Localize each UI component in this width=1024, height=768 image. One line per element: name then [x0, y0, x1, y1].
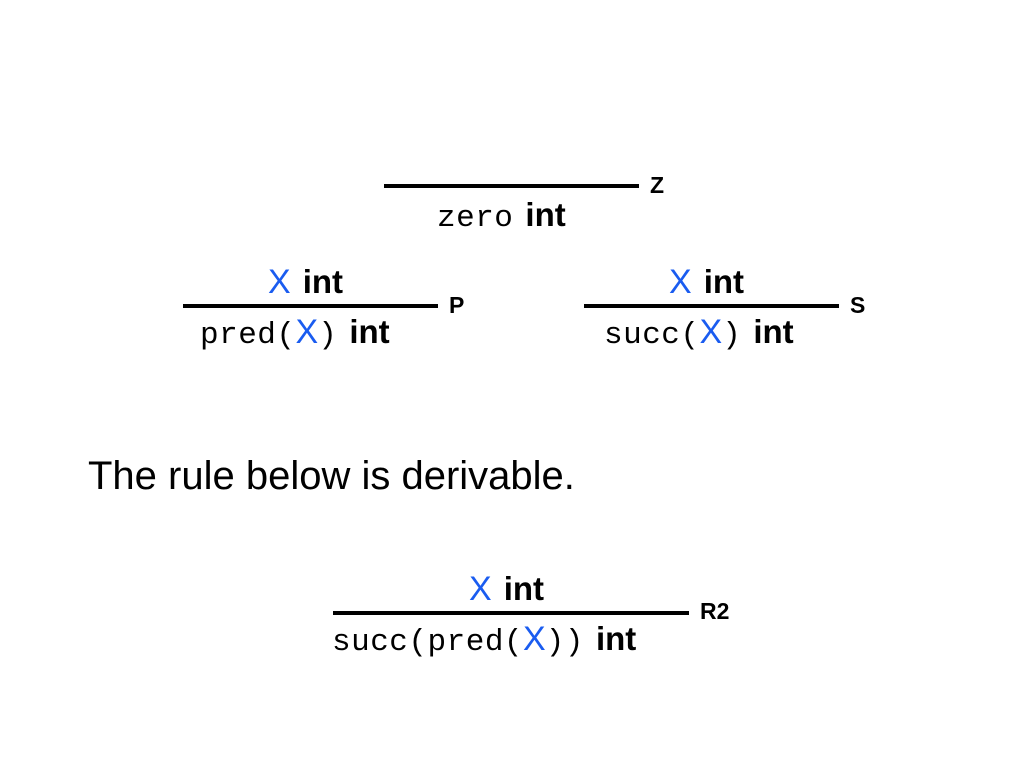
- rule-s-label: S: [850, 292, 866, 318]
- zero-term: zero: [437, 201, 514, 236]
- variable-x: X: [669, 263, 692, 301]
- rule-r2-label: R2: [700, 598, 730, 624]
- pred-close: ): [318, 318, 338, 353]
- succ-close: ): [722, 318, 742, 353]
- int-keyword: int: [302, 263, 344, 300]
- variable-x: X: [523, 620, 546, 658]
- succ-open: succ(: [604, 318, 700, 353]
- succ-pred-open: succ(pred(: [332, 625, 524, 660]
- pred-open: pred(: [200, 318, 296, 353]
- variable-x: X: [699, 313, 723, 351]
- rule-r2-conclusion: succ(pred(X)) int: [332, 622, 636, 658]
- variable-x: X: [295, 313, 319, 351]
- rule-s-inference-line: [584, 304, 839, 308]
- int-keyword: int: [349, 313, 390, 350]
- variable-x: X: [268, 263, 291, 301]
- succ-pred-close: )): [545, 625, 584, 660]
- rule-s-conclusion: succ(X) int: [604, 315, 794, 351]
- rule-p-conclusion: pred(X) int: [200, 315, 390, 351]
- int-keyword: int: [703, 263, 745, 300]
- variable-x: X: [469, 570, 492, 608]
- int-keyword: int: [753, 313, 794, 350]
- rule-r2-inference-line: [333, 611, 689, 615]
- rule-p-inference-line: [183, 304, 438, 308]
- int-keyword: int: [503, 570, 545, 607]
- derivable-statement: The rule below is derivable.: [88, 454, 575, 498]
- int-keyword: int: [525, 196, 566, 233]
- rule-z-label: Z: [650, 172, 665, 198]
- int-keyword: int: [595, 620, 637, 657]
- rule-z-inference-line: [384, 184, 639, 188]
- rule-p-label: P: [449, 292, 465, 318]
